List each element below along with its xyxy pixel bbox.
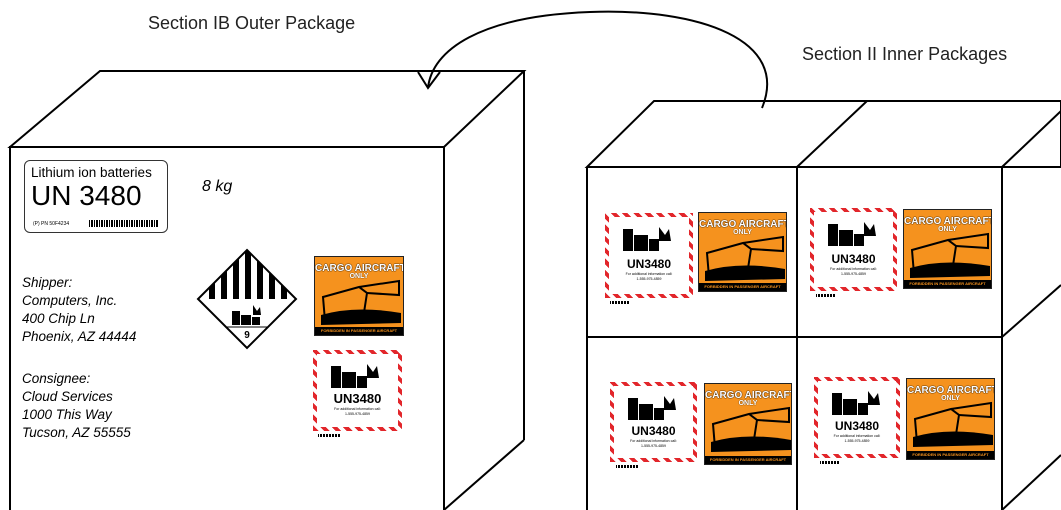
- battery-mark-info2: 1-555-975-4859: [636, 277, 662, 281]
- barcode-icon: [616, 465, 638, 468]
- shipper-line: Computers, Inc.: [22, 293, 118, 308]
- outer-box-front: [9, 146, 445, 510]
- cargo-plane-icon: [711, 406, 791, 452]
- battery-mark-un: UN3480: [333, 391, 382, 406]
- hazard-diamond-icon: [196, 248, 298, 350]
- battery-mark-info2: 1-555-975-4859: [641, 444, 666, 448]
- battery-fire-icon: [832, 391, 880, 415]
- cargo-label-line1: CARGO AIRCRAFT: [699, 219, 787, 230]
- un-label-number: UN 3480: [31, 180, 142, 211]
- lithium-battery-mark: UN3480 For additional information call: …: [810, 208, 897, 291]
- cargo-label-line2: ONLY: [349, 273, 369, 280]
- barcode-icon: [610, 301, 630, 304]
- lithium-battery-mark: UN3480 For additional information call: …: [605, 213, 693, 298]
- battery-fire-icon: [628, 396, 676, 420]
- lithium-battery-mark: UN3480 For additional information call: …: [313, 350, 402, 431]
- cargo-aircraft-only-label: CARGO AIRCRAFT ONLY FORBIDDEN IN PASSENG…: [704, 383, 792, 465]
- un-label-part-number: (P) PN 50F4234: [33, 221, 70, 227]
- cargo-label-line2: ONLY: [733, 229, 752, 236]
- cargo-label-line1: CARGO AIRCRAFT: [907, 385, 995, 396]
- battery-mark-info1: For additional information call:: [833, 434, 881, 438]
- battery-fire-icon: [828, 222, 876, 246]
- cargo-label-line1: CARGO AIRCRAFT: [315, 263, 404, 274]
- battery-mark-info1: For additional information call:: [830, 267, 877, 271]
- lithium-battery-mark: UN3480 For additional information call: …: [814, 377, 900, 458]
- un-id-label: Lithium ion batteries UN 3480 (P) PN 50F…: [24, 160, 168, 233]
- cargo-aircraft-only-label: CARGO AIRCRAFT ONLY FORBIDDEN IN PASSENG…: [903, 209, 992, 289]
- lithium-battery-mark: UN3480 For additional information call: …: [610, 382, 697, 462]
- battery-mark-info1: For additional information call:: [625, 272, 673, 276]
- battery-mark-info1: For additional information call:: [334, 407, 381, 411]
- battery-mark-un: UN3480: [626, 257, 672, 271]
- un-label-title: Lithium ion batteries: [31, 165, 152, 180]
- consignee-line: Cloud Services: [22, 389, 113, 404]
- battery-mark-un: UN3480: [831, 252, 876, 266]
- shipper-line: Phoenix, AZ 44444: [22, 329, 137, 344]
- cargo-plane-icon: [321, 279, 401, 325]
- inner-packages-caption: Section II Inner Packages: [802, 44, 1008, 64]
- barcode-icon: [89, 220, 159, 227]
- cargo-label-footer: FORBIDDEN IN PASSENGER AIRCRAFT: [699, 283, 786, 291]
- package-weight: 8 kg: [202, 178, 233, 195]
- cargo-label-footer: FORBIDDEN IN PASSENGER AIRCRAFT: [907, 451, 994, 459]
- battery-mark-info2: 1-555-975-4859: [345, 412, 370, 416]
- battery-mark-un: UN3480: [834, 419, 880, 433]
- cargo-label-line2: ONLY: [738, 400, 758, 407]
- battery-fire-icon: [331, 364, 379, 388]
- cargo-label-line2: ONLY: [938, 226, 957, 233]
- cargo-aircraft-only-label: CARGO AIRCRAFT ONLY FORBIDDEN IN PASSENG…: [906, 378, 995, 460]
- inner-box-top: [584, 100, 1061, 168]
- class-9-hazard-label: 9: [195, 247, 299, 351]
- outer-box-top: [7, 70, 527, 148]
- cargo-plane-icon: [705, 235, 785, 281]
- consignee-heading: Consignee:: [22, 371, 91, 386]
- cargo-label-line1: CARGO AIRCRAFT: [705, 390, 792, 401]
- barcode-icon: [820, 461, 840, 464]
- cargo-plane-icon: [913, 401, 993, 447]
- battery-mark-info2: 1-555-975-4859: [844, 439, 870, 443]
- cargo-plane-icon: [910, 232, 990, 278]
- battery-fire-icon: [623, 227, 671, 251]
- cargo-label-footer: FORBIDDEN IN PASSENGER AIRCRAFT: [315, 327, 403, 335]
- barcode-icon: [816, 294, 836, 297]
- consignee-line: 1000 This Way: [22, 407, 112, 422]
- cargo-label-line2: ONLY: [941, 395, 960, 402]
- shipper-line: 400 Chip Ln: [22, 311, 95, 326]
- cargo-aircraft-only-label: CARGO AIRCRAFT ONLY FORBIDDEN IN PASSENG…: [314, 256, 404, 336]
- barcode-icon: [318, 434, 340, 437]
- outer-package-caption: Section IB Outer Package: [148, 13, 356, 33]
- hazard-class-number: 9: [244, 330, 250, 341]
- shipper-address: Shipper: Computers, Inc. 400 Chip Ln Pho…: [22, 274, 136, 346]
- battery-mark-info1: For additional information call:: [630, 439, 677, 443]
- cargo-aircraft-only-label: CARGO AIRCRAFT ONLY FORBIDDEN IN PASSENG…: [698, 212, 787, 292]
- consignee-line: Tucson, AZ 55555: [22, 425, 131, 440]
- shipper-heading: Shipper:: [22, 275, 73, 290]
- cargo-label-footer: FORBIDDEN IN PASSENGER AIRCRAFT: [904, 280, 991, 288]
- cargo-label-line1: CARGO AIRCRAFT: [904, 216, 992, 227]
- transfer-arrow: [427, 10, 769, 109]
- arrow-head-icon: [417, 71, 441, 90]
- battery-mark-info2: 1-555-975-4859: [841, 272, 866, 276]
- cargo-label-footer: FORBIDDEN IN PASSENGER AIRCRAFT: [705, 456, 791, 464]
- battery-mark-un: UN3480: [631, 424, 676, 438]
- consignee-address: Consignee: Cloud Services 1000 This Way …: [22, 370, 131, 442]
